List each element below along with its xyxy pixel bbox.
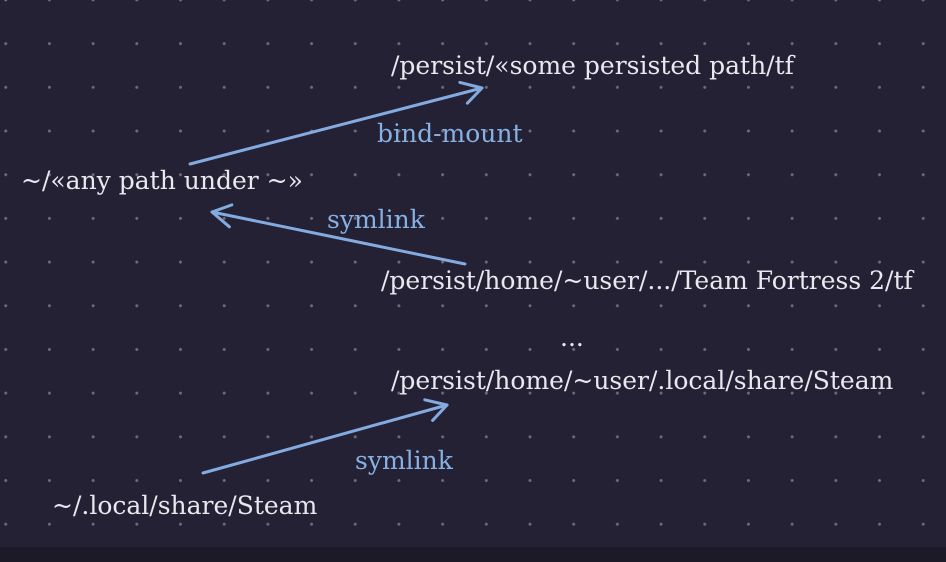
path-text-persist-team-fortress[interactable]: /persist/home/~user/.../Team Fortress 2/…	[381, 266, 913, 295]
ellipsis-text: ...	[560, 323, 584, 352]
symlink-arrow-steam[interactable]	[201, 398, 449, 475]
bind-mount-label[interactable]: bind-mount	[377, 119, 523, 148]
symlink-label-steam[interactable]: symlink	[355, 446, 453, 475]
bind-mount-arrow[interactable]	[188, 80, 484, 166]
symlink-label-tf[interactable]: symlink	[327, 205, 425, 234]
path-text-persist-steam[interactable]: /persist/home/~user/.local/share/Steam	[391, 366, 894, 395]
bottom-edge-strip	[0, 547, 946, 562]
path-text-persist-some-path[interactable]: /persist/«some persisted path/tf	[391, 51, 794, 80]
path-text-any-path-under-home[interactable]: ~/«any path under ~»	[21, 166, 303, 195]
path-text-home-steam[interactable]: ~/.local/share/Steam	[52, 491, 318, 520]
symlink-arrow-tf[interactable]	[210, 203, 467, 266]
